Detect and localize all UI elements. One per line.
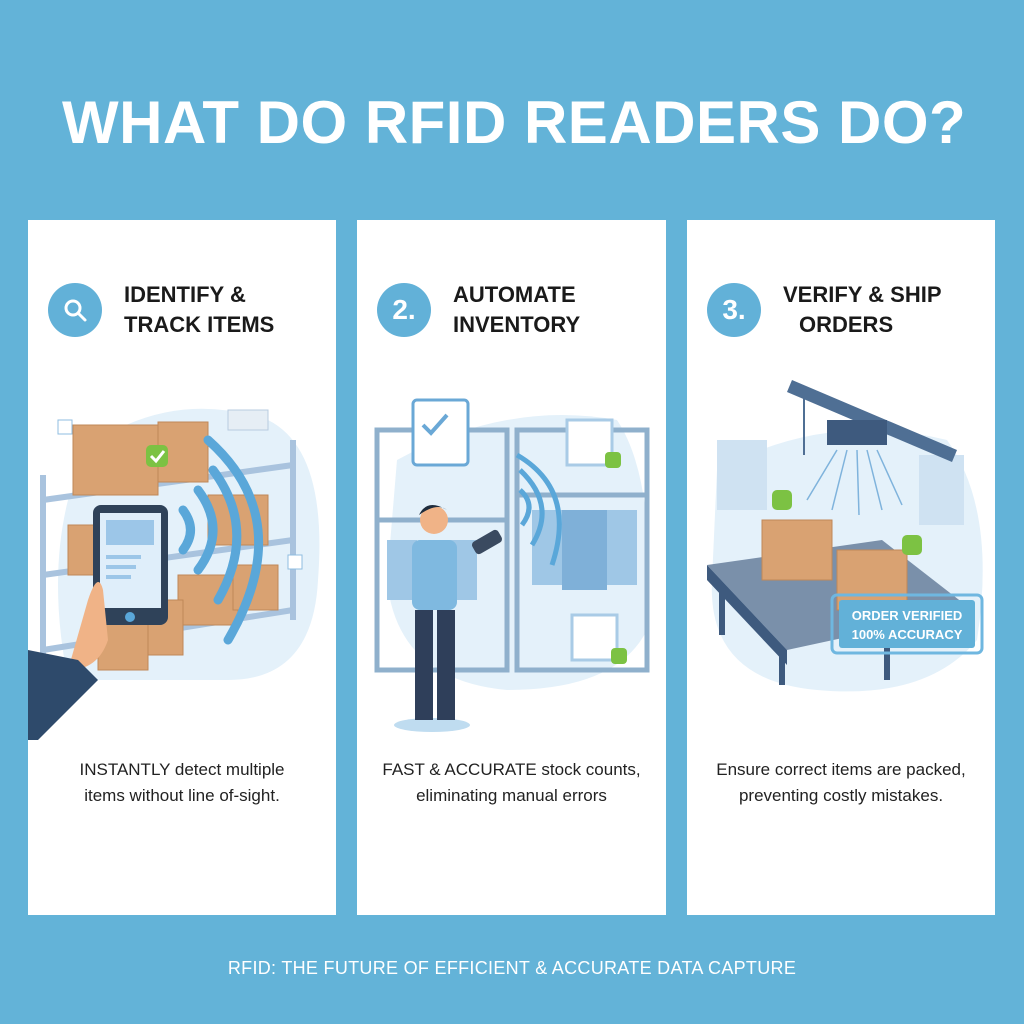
conveyor-verify-illustration: ORDER VERIFIED 100% ACCURACY [707,380,984,692]
step-number-badge: 3. [707,283,761,337]
card-title: AUTOMATE INVENTORY [453,282,581,337]
inventory-scan-illustration [374,398,650,732]
card-title: VERIFY & SHIP ORDERS [783,282,942,337]
order-verified-label: ORDER VERIFIED [852,608,963,623]
card-title: IDENTIFY & TRACK ITEMS [124,282,275,337]
card-identify-track: IDENTIFY & TRACK ITEMS [28,220,336,915]
magnifier-icon [48,283,102,337]
card-description: FAST & ACCURATE stock counts, eliminatin… [382,760,641,805]
step-number-badge: 2. [377,283,431,337]
card-verify-ship: 3. VERIFY & SHIP ORDERS ORDER VERIFIED 1… [687,220,995,915]
warehouse-scan-illustration [28,408,320,740]
page-title: WHAT DO RFID READERS DO? [62,89,967,156]
card-description: INSTANTLY detect multiple items without … [79,760,285,805]
card-automate-inventory: 2. AUTOMATE INVENTORY FAST & ACCURATE st… [357,220,666,915]
footer-tagline: RFID: THE FUTURE OF EFFICIENT & ACCURATE… [227,958,797,978]
card-description: Ensure correct items are packed, prevent… [716,760,966,805]
accuracy-label: 100% ACCURACY [852,627,963,642]
